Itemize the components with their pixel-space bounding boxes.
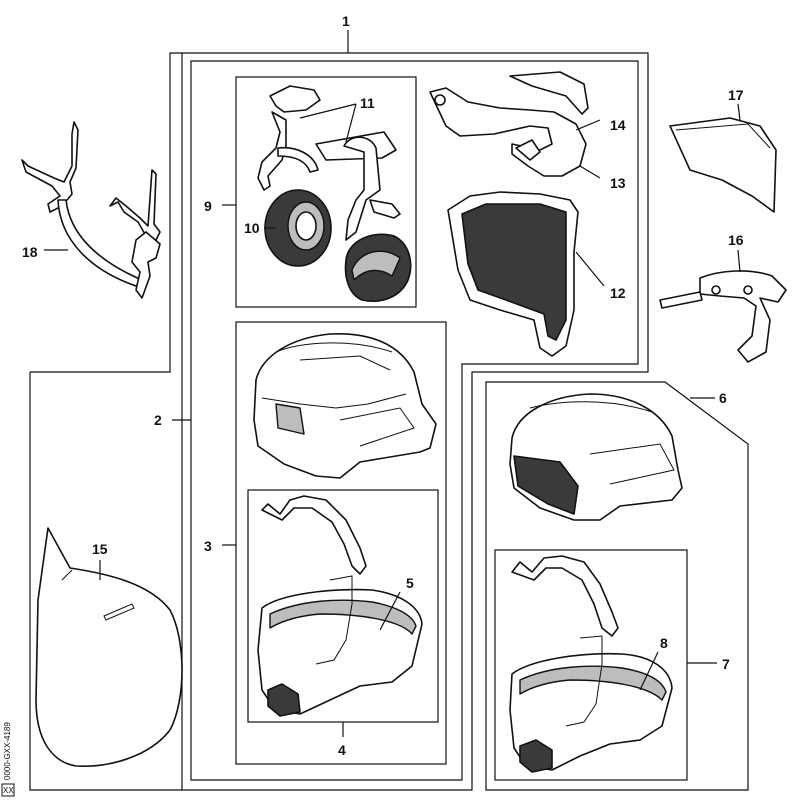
callout-5: 5 — [406, 575, 414, 591]
callout-18: 18 — [22, 244, 38, 260]
headband-part-7-8 — [509, 555, 673, 773]
group-2-frame — [29, 52, 182, 791]
callout-17: 17 — [728, 87, 744, 103]
callout-1: 1 — [342, 13, 350, 29]
visor-part-17 — [669, 103, 777, 213]
callout-6: 6 — [719, 390, 727, 406]
group-6-frame — [485, 381, 749, 791]
face-shield-part-15 — [35, 527, 183, 767]
corner-mark: XX — [3, 786, 14, 795]
callout-13: 13 — [610, 175, 626, 191]
callout-8: 8 — [660, 635, 668, 651]
box-9 — [235, 76, 417, 308]
callout-11: 11 — [360, 95, 375, 111]
callout-10: 10 — [244, 220, 260, 236]
callout-9: 9 — [204, 198, 212, 214]
callout-14: 14 — [610, 117, 626, 133]
chin-strap-part-18 — [21, 121, 161, 299]
helmet-shell-part-3 — [253, 333, 437, 479]
callout-12: 12 — [610, 285, 626, 301]
earpiece-part-16 — [659, 249, 787, 363]
mesh-visor-part-12-13-14 — [429, 71, 605, 357]
callout-4: 4 — [338, 742, 346, 758]
helmet-shell-part-6 — [509, 393, 683, 521]
corner-mark-box — [1, 783, 15, 797]
callout-15: 15 — [92, 541, 108, 557]
box-7 — [494, 549, 688, 781]
callout-16: 16 — [728, 232, 744, 248]
ear-muffs-part-10-11 — [257, 85, 412, 302]
document-id: 0000-GXX-4189 — [3, 722, 12, 780]
box-3 — [235, 321, 447, 765]
callout-2: 2 — [154, 412, 162, 428]
headband-part-4-5 — [257, 495, 423, 717]
callout-3: 3 — [204, 538, 212, 554]
callout-7: 7 — [722, 656, 730, 672]
group-1-inner-frame — [190, 60, 639, 781]
